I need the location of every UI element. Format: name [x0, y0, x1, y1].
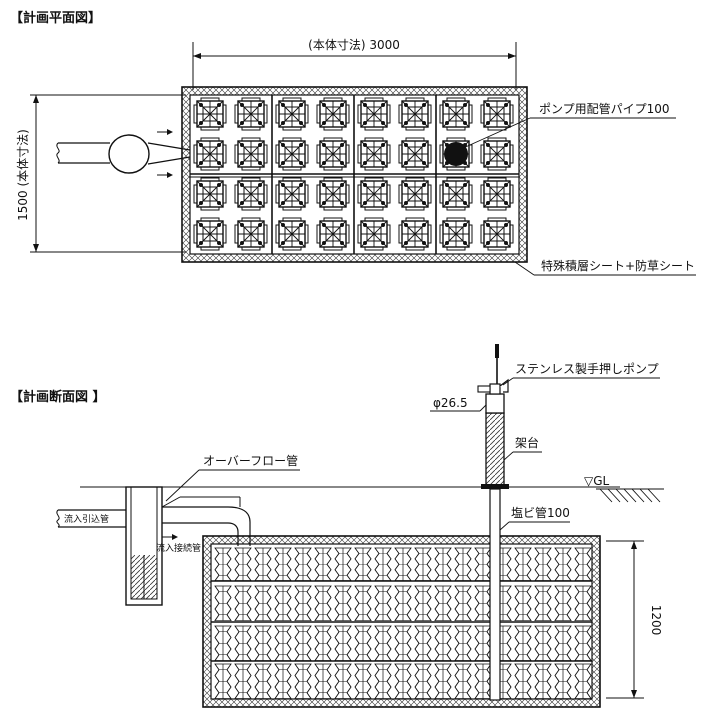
pvc-pipe-leader	[499, 521, 570, 531]
storage-module-cell	[480, 217, 514, 251]
storage-module-cell	[316, 177, 350, 211]
storage-module-cell	[439, 177, 473, 211]
stand-leader	[503, 451, 542, 461]
storage-module-cell	[316, 217, 350, 251]
storage-module-cell	[357, 217, 391, 251]
pump-pipe-label: ポンプ用配管パイプ100	[539, 101, 670, 116]
storage-module-cell	[439, 97, 473, 131]
inflow-connect-pipe	[161, 496, 251, 546]
storage-module-cell	[234, 137, 268, 171]
phi-label: φ26.5	[433, 396, 468, 410]
storage-module-cell	[234, 177, 268, 211]
storage-module-cell	[316, 97, 350, 131]
storage-module-cell	[193, 137, 227, 171]
storage-module-cell	[275, 217, 309, 251]
plan-width-dimension: (本体寸法) 3000	[192, 38, 517, 90]
storage-module-cell	[398, 217, 432, 251]
storage-module-cell	[275, 177, 309, 211]
sheet-leader	[514, 261, 696, 276]
plan-flow-arrow	[157, 129, 173, 135]
inlet-chamber	[125, 486, 163, 606]
section-tank	[202, 535, 601, 708]
overflow-label: オーバーフロー管	[203, 453, 298, 468]
overflow-leader	[165, 469, 300, 502]
plan-title: 【計画平面図】	[10, 10, 101, 26]
storage-module-cell	[480, 177, 514, 211]
storage-module-cell	[480, 97, 514, 131]
inflow-connect-label: 流入接続管	[156, 542, 201, 554]
storage-module-cell	[275, 137, 309, 171]
sheet-label: 特殊積層シート+防草シート	[541, 258, 695, 273]
storage-module-cell	[316, 137, 350, 171]
pump-stand	[481, 412, 509, 489]
inflow-pipe-label: 流入引込管	[64, 513, 109, 525]
storage-module-cell	[398, 137, 432, 171]
storage-module-cell	[193, 97, 227, 131]
plan-width-label: (本体寸法) 3000	[308, 38, 400, 52]
storage-module-cell	[234, 97, 268, 131]
section-title: 【計画断面図 】	[10, 389, 106, 405]
pump-pipe-marker	[444, 142, 468, 166]
storage-module-cell	[357, 177, 391, 211]
storage-module-cell	[398, 177, 432, 211]
inflow-pipe	[56, 509, 126, 528]
ground-line	[80, 486, 664, 503]
storage-module-cell	[357, 97, 391, 131]
storage-module-cell	[480, 137, 514, 171]
storage-module-cell	[275, 97, 309, 131]
pvc-pipe-label: 塩ビ管100	[511, 505, 570, 520]
section-height-dimension: 1200	[606, 540, 663, 699]
plan-inflow-pipe	[56, 129, 191, 178]
storage-module-cell	[439, 217, 473, 251]
stand-label: 架台	[515, 435, 539, 450]
gl-label: ▽GL	[584, 474, 610, 488]
plan-flow-arrow	[157, 172, 173, 178]
hand-pump-icon	[477, 344, 509, 414]
plan-height-label: 1500 (本体寸法)	[16, 129, 30, 221]
pump-pipe-leader	[460, 117, 676, 150]
storage-module-cell	[357, 137, 391, 171]
section-height-label: 1200	[649, 605, 663, 636]
storage-module-cell	[193, 217, 227, 251]
storage-module-cell	[398, 97, 432, 131]
phi-leader	[430, 404, 487, 412]
storage-module-cell	[193, 177, 227, 211]
plan-tank	[181, 86, 528, 263]
plan-height-dimension: 1500 (本体寸法)	[16, 94, 186, 253]
inflow-connect-arrow	[162, 534, 178, 540]
pvc-pipe	[489, 488, 501, 701]
pump-label: ステンレス製手押しポンプ	[515, 362, 659, 376]
storage-module-cell	[234, 217, 268, 251]
pump-leader	[502, 377, 660, 386]
